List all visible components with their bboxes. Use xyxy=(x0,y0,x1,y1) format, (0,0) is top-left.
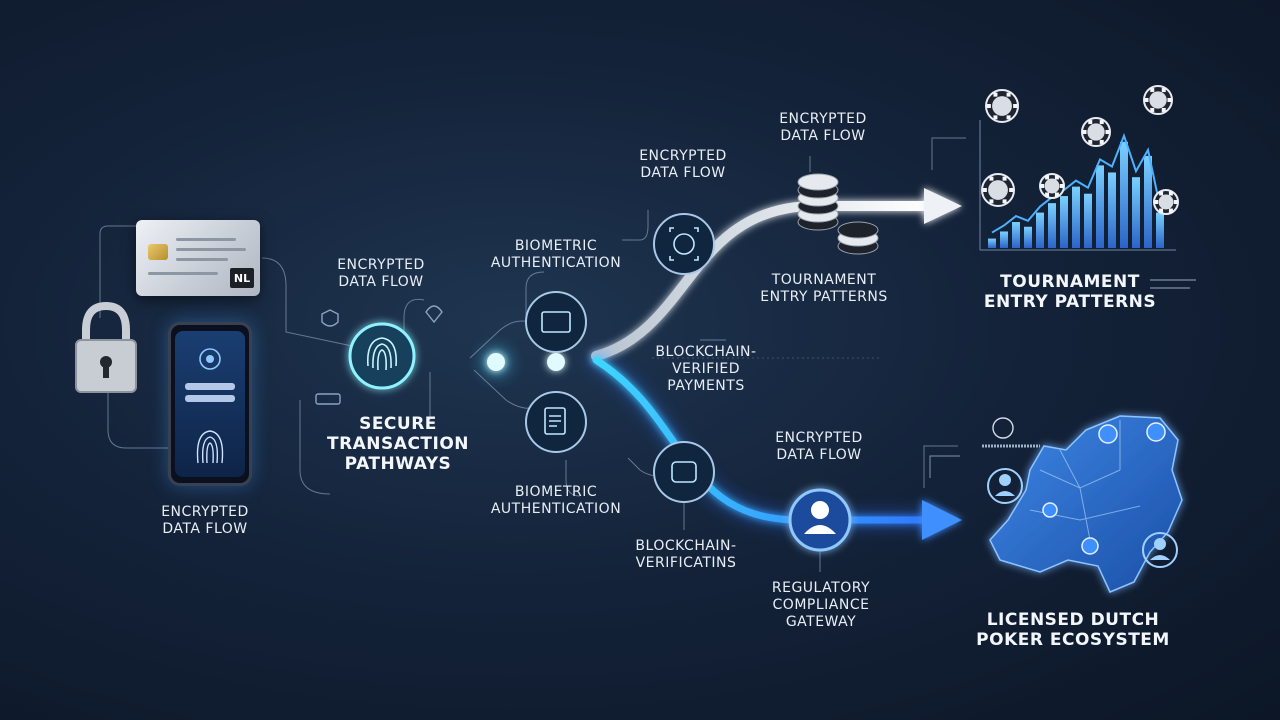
country-badge: NL xyxy=(230,268,254,288)
card-line xyxy=(176,258,228,261)
chart-bar xyxy=(1000,231,1008,248)
chart-bar xyxy=(1156,213,1164,248)
netherlands-map-icon xyxy=(930,416,1182,592)
label-encrypted-flow-left: ENCRYPTED DATA FLOW xyxy=(140,504,270,538)
card-line xyxy=(148,272,218,275)
label-biometric-upper: BIOMETRIC AUTHENTICATION xyxy=(476,238,636,272)
chart-bar xyxy=(1096,165,1104,248)
chart-bar xyxy=(988,239,996,248)
chart-bar xyxy=(1072,187,1080,248)
payment-card-icon xyxy=(526,292,586,352)
poker-chip xyxy=(1154,190,1178,214)
label-secure-pathways: SECURE TRANSACTION PATHWAYS xyxy=(318,414,478,474)
chart-bar xyxy=(1060,196,1068,248)
arrow-head-upper xyxy=(924,188,962,224)
poker-chip xyxy=(1144,86,1172,114)
label-tournament-right: TOURNAMENT ENTRY PATTERNS xyxy=(980,272,1160,312)
chart-bar xyxy=(1036,213,1044,248)
label-regulatory-gateway: REGULATORY COMPLIANCE GATEWAY xyxy=(746,580,896,631)
label-encrypted-flow-top: ENCRYPTED DATA FLOW xyxy=(758,111,888,145)
chip-stack-layer xyxy=(798,174,838,190)
chart-bar xyxy=(1048,203,1056,248)
label-encrypted-flow-mid: ENCRYPTED DATA FLOW xyxy=(316,257,446,291)
phone-scan-icon xyxy=(175,339,245,379)
card-chip xyxy=(148,244,168,260)
chart-bar xyxy=(1084,194,1092,248)
phone-input-bar xyxy=(185,395,235,402)
bar-chart xyxy=(980,86,1196,288)
chart-bar xyxy=(1120,142,1128,248)
label-licensed-ecosystem: LICENSED DUTCH POKER ECOSYSTEM xyxy=(968,610,1178,650)
poker-chip xyxy=(1082,118,1110,146)
card-line xyxy=(176,248,246,251)
label-tournament-mid: TOURNAMENT ENTRY PATTERNS xyxy=(744,272,904,306)
padlock-icon xyxy=(76,306,136,392)
fingerprint-icon xyxy=(350,324,414,388)
user-icon xyxy=(790,490,850,550)
poker-chip xyxy=(1040,174,1064,198)
card-line xyxy=(176,238,236,241)
label-blockchain-verifications: BLOCKCHAIN- VERIFICATINS xyxy=(616,538,756,572)
poker-chip xyxy=(982,174,1014,206)
label-biometric-lower: BIOMETRIC AUTHENTICATION xyxy=(476,484,636,518)
biometric-upper-icon xyxy=(654,214,714,274)
chip-stack-layer xyxy=(838,222,878,238)
small-battery-icon xyxy=(316,394,340,404)
arrow-head-lower xyxy=(922,500,962,540)
chart-bar xyxy=(1132,177,1140,248)
smartphone xyxy=(168,322,252,486)
chart-bar xyxy=(1024,227,1032,248)
phone-input-bar xyxy=(185,383,235,390)
poker-chip xyxy=(986,90,1018,122)
chart-bar xyxy=(1012,222,1020,248)
id-card: NL xyxy=(136,220,260,296)
label-encrypted-flow-upper: ENCRYPTED DATA FLOW xyxy=(618,148,748,182)
poker-chip-icon xyxy=(798,174,878,254)
blockchain-icon xyxy=(654,442,714,502)
label-blockchain-payments: BLOCKCHAIN- VERIFIED PAYMENTS xyxy=(644,344,768,395)
chart-bar xyxy=(1108,172,1116,248)
document-icon xyxy=(526,392,586,452)
chart-bar xyxy=(1144,156,1152,248)
label-encrypted-flow-lower: ENCRYPTED DATA FLOW xyxy=(754,430,884,464)
phone-screen xyxy=(175,331,245,477)
phone-fingerprint-icon xyxy=(175,411,245,471)
